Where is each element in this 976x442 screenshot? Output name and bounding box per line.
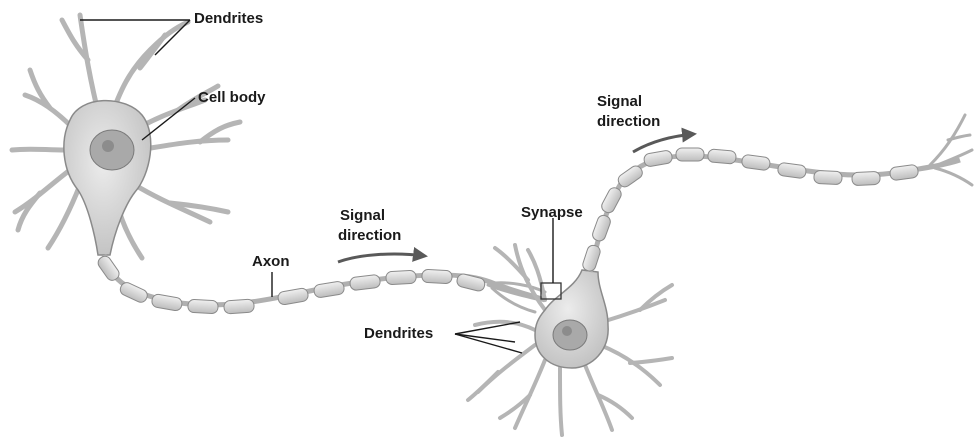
synapse-label: Synapse	[521, 204, 583, 222]
axon-1-myelin	[96, 254, 486, 314]
neuron-2-soma	[535, 270, 608, 368]
signal-direction-2-line1: Signal	[597, 93, 642, 111]
signal-arrow-1	[338, 254, 425, 262]
axon-2-terminals	[930, 115, 972, 185]
signal-direction-2-line2: direction	[597, 113, 660, 131]
axon-2-myelin	[581, 148, 919, 273]
axon-label: Axon	[252, 253, 290, 271]
signal-direction-1-line2: direction	[338, 227, 401, 245]
neuron-1-soma	[64, 101, 151, 255]
signal-direction-1-line1: Signal	[340, 207, 385, 225]
dendrites-top-label: Dendrites	[194, 10, 263, 28]
leader-lines	[80, 20, 553, 353]
dendrites-bottom-label: Dendrites	[364, 325, 433, 343]
cell-body-label: Cell body	[198, 89, 266, 107]
